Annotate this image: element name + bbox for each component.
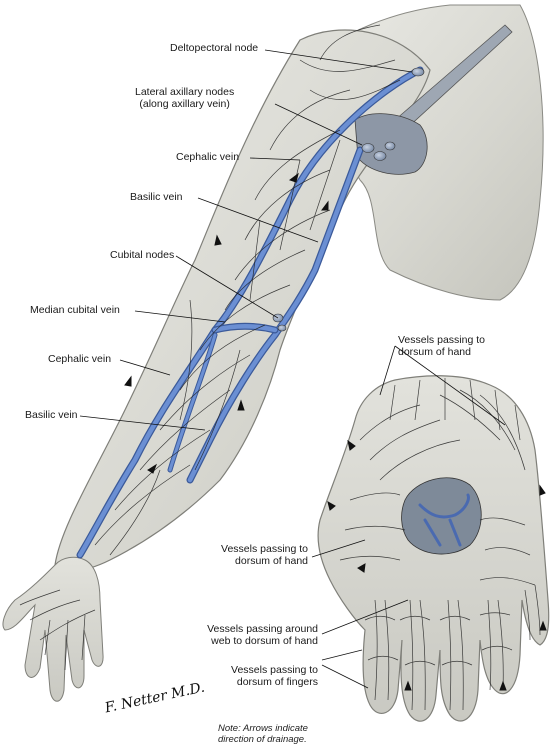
arrow-icon: [539, 620, 547, 631]
label-line: Lateral axillary nodes: [135, 86, 235, 98]
label-vessels-dorsum-hand-top: Vessels passing to dorsum of hand: [398, 334, 485, 358]
leader-lines: [79, 49, 506, 689]
label-basilic-vein-upper: Basilic vein: [130, 191, 183, 203]
arrow-icon: [237, 399, 245, 411]
arrow-icon: [347, 439, 356, 451]
label-cephalic-vein-lower: Cephalic vein: [48, 353, 112, 365]
axillary-node: [361, 143, 375, 153]
arrow-icon: [327, 500, 336, 511]
arrow-icon: [404, 680, 412, 691]
label-deltopectoral-node: Deltopectoral node: [170, 42, 259, 54]
axillary-node: [373, 151, 387, 161]
cubital-node: [277, 324, 287, 332]
label-line: Vessels passing around: [207, 623, 318, 635]
deltopectoral-node: [411, 67, 425, 77]
label-line: dorsum of hand: [235, 555, 308, 567]
arrow-icon: [499, 680, 507, 691]
label-vessels-dorsum-hand-mid: Vessels passing to dorsum of hand: [196, 543, 308, 567]
arrow-icon: [124, 375, 132, 387]
label-line: dorsum of fingers: [236, 676, 318, 688]
note-line: direction of drainage.: [218, 734, 307, 745]
note-line: Note: Arrows indicate: [218, 723, 308, 734]
left-hand-shape: [2, 556, 104, 702]
arrow-icon: [147, 463, 157, 474]
axillary-node: [384, 141, 396, 151]
arrow-icon: [539, 484, 546, 496]
arrow-icon: [288, 172, 299, 183]
label-line: dorsum of hand: [398, 346, 471, 358]
label-line: Vessels passing to: [231, 664, 318, 676]
label-basilic-vein-lower: Basilic vein: [25, 409, 78, 421]
label-vessels-web: Vessels passing around web to dorsum of …: [200, 623, 318, 647]
label-line: Vessels passing to: [221, 543, 308, 555]
arrow-icon: [357, 563, 366, 573]
label-cephalic-vein-upper: Cephalic vein: [176, 151, 240, 163]
drainage-note: Note: Arrows indicate direction of drain…: [218, 723, 308, 745]
label-line: Vessels passing to: [398, 334, 485, 346]
drainage-arrows: [124, 172, 547, 691]
label-lateral-axillary-nodes: Lateral axillary nodes (along axillary v…: [135, 86, 234, 110]
label-vessels-fingers: Vessels passing to dorsum of fingers: [206, 664, 318, 688]
veins: [76, 66, 470, 559]
lymph-nodes: [272, 67, 425, 332]
label-median-cubital-vein: Median cubital vein: [30, 304, 120, 316]
arrow-icon: [321, 200, 329, 211]
label-line: web to dorsum of hand: [211, 635, 318, 647]
label-line: (along axillary vein): [139, 98, 230, 110]
arrow-icon: [214, 234, 222, 246]
label-cubital-nodes: Cubital nodes: [110, 249, 175, 261]
